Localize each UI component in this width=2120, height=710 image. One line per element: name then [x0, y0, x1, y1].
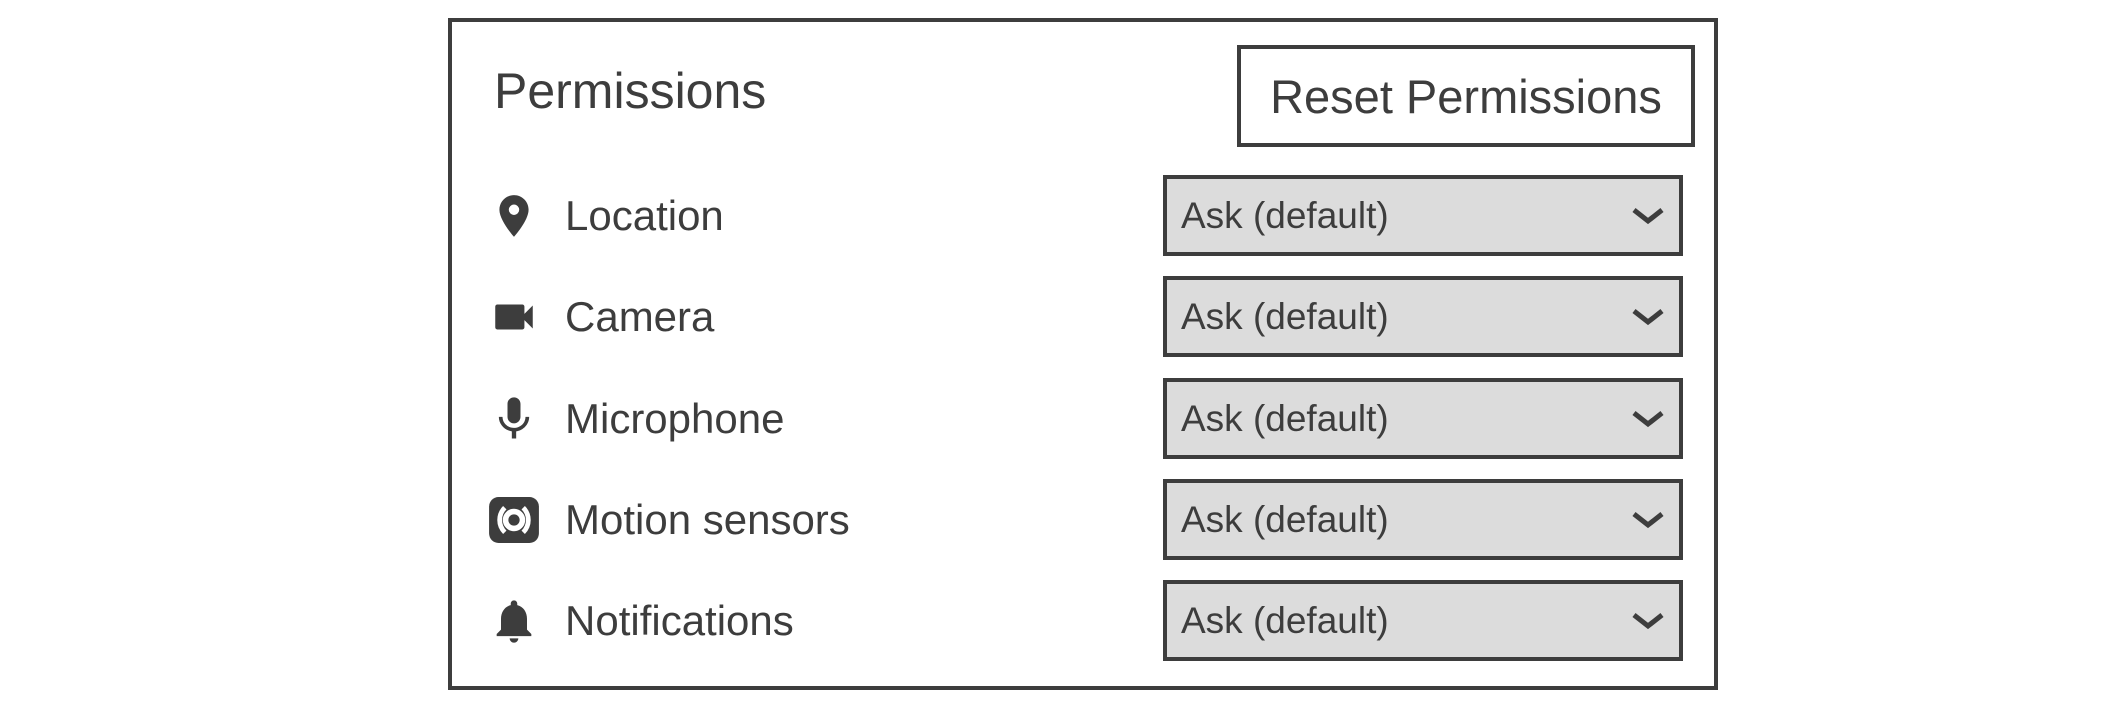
- camera-permission-select[interactable]: Ask (default): [1163, 276, 1683, 357]
- permissions-title: Permissions: [494, 63, 767, 119]
- reset-permissions-button[interactable]: Reset Permissions: [1237, 45, 1695, 147]
- permission-row-location: Location Ask (default): [486, 175, 1683, 256]
- permission-row-motion-sensors: Motion sensors Ask (default): [486, 479, 1683, 560]
- permission-label: Microphone: [565, 394, 785, 442]
- location-select-wrap: Ask (default): [1163, 175, 1683, 256]
- permission-row-microphone: Microphone Ask (default): [486, 378, 1683, 459]
- notifications-permission-select[interactable]: Ask (default): [1163, 580, 1683, 661]
- microphone-permission-select[interactable]: Ask (default): [1163, 378, 1683, 459]
- notification-bell-icon: [486, 580, 542, 661]
- permission-label: Motion sensors: [565, 495, 850, 543]
- location-pin-icon: [486, 175, 542, 256]
- permission-label: Camera: [565, 292, 715, 340]
- microphone-icon: [486, 378, 542, 459]
- notifications-select-wrap: Ask (default): [1163, 580, 1683, 661]
- camera-select-wrap: Ask (default): [1163, 276, 1683, 357]
- video-camera-icon: [486, 276, 542, 357]
- motion-sensors-icon: [486, 479, 542, 560]
- location-permission-select[interactable]: Ask (default): [1163, 175, 1683, 256]
- permission-label: Notifications: [565, 596, 794, 644]
- permission-label: Location: [565, 191, 724, 239]
- permissions-panel: Permissions Reset Permissions Location A…: [448, 18, 1718, 690]
- permission-row-camera: Camera Ask (default): [486, 276, 1683, 357]
- motion-sensors-select-wrap: Ask (default): [1163, 479, 1683, 560]
- motion-sensors-permission-select[interactable]: Ask (default): [1163, 479, 1683, 560]
- permission-row-notifications: Notifications Ask (default): [486, 580, 1683, 661]
- microphone-select-wrap: Ask (default): [1163, 378, 1683, 459]
